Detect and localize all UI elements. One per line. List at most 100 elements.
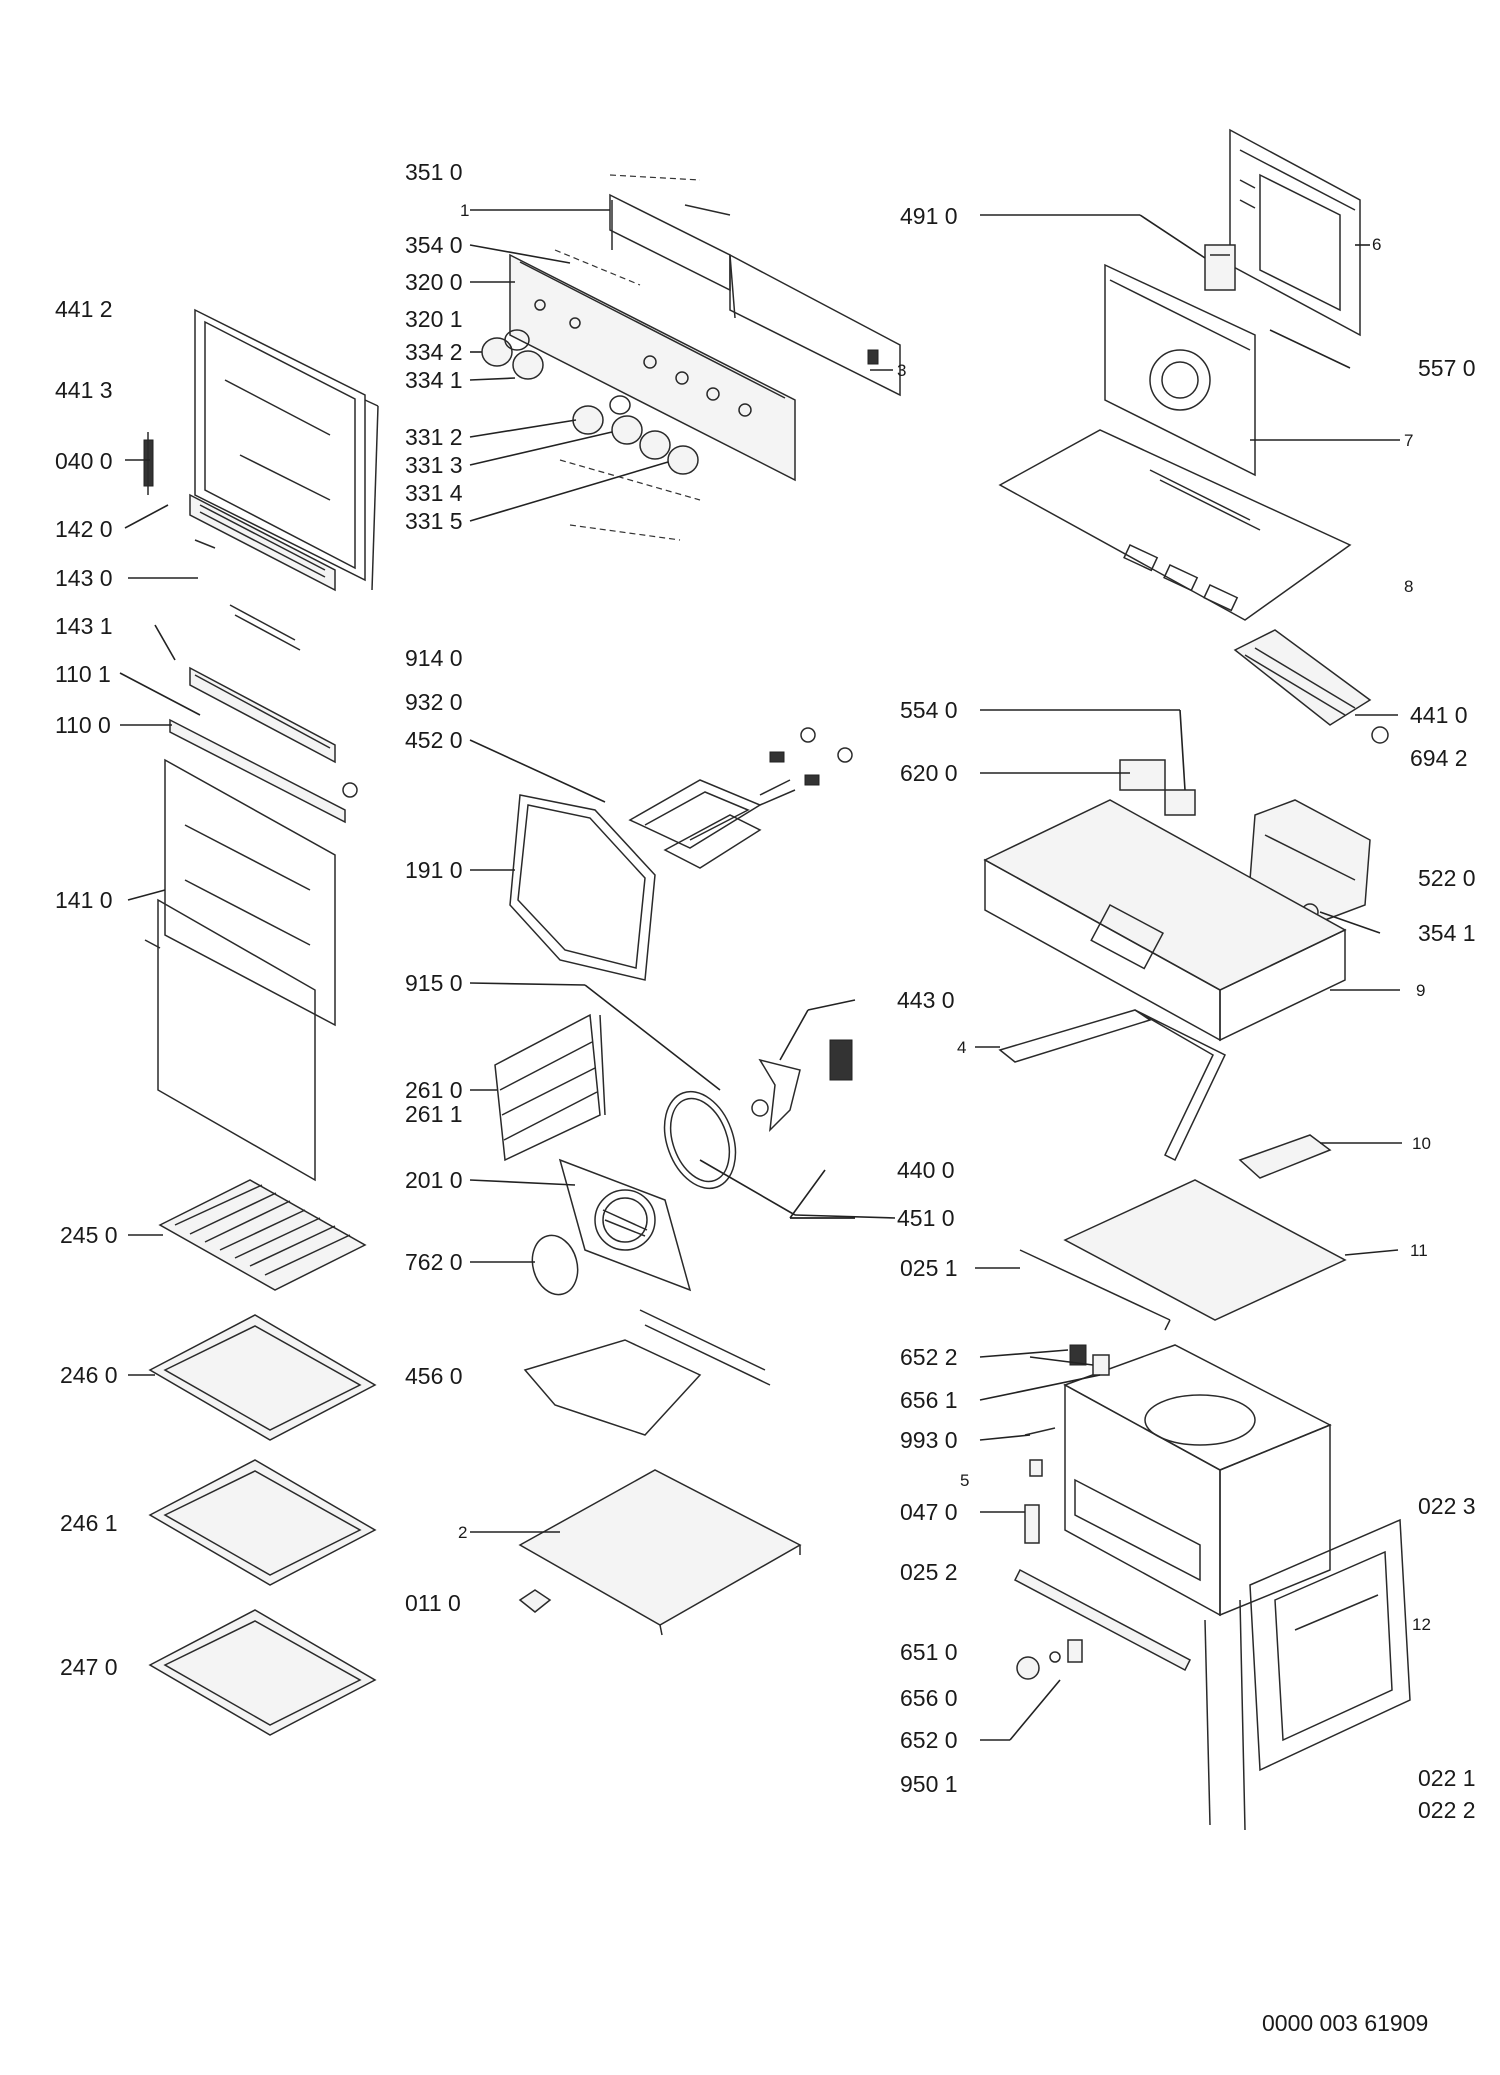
label-110-1: 110 1 [55,661,111,687]
label-914-0: 914 0 [405,645,463,671]
shelf-support-racks [494,1013,606,1162]
label-652-2: 652 2 [900,1344,958,1370]
label-441-0: 441 0 [1410,702,1468,728]
label-022-3: 022 3 [1418,1493,1476,1519]
top-panel-11 [1019,1179,1347,1331]
label-334-1: 334 1 [405,367,463,393]
label-320-1: 320 1 [405,306,463,332]
base-plate-8 [998,429,1352,621]
label-8: 8 [1404,577,1413,596]
grill-heating-element [628,727,853,869]
leader-lines [119,209,1402,1741]
label-201-0: 201 0 [405,1167,463,1193]
label-9: 9 [1416,981,1425,1000]
baking-tray-246-0 [148,1314,377,1441]
rear-wall-7 [1104,263,1256,477]
back-panel-6 [1229,128,1361,337]
label-3: 3 [897,361,906,380]
foot-011 [518,1589,552,1613]
label-491-0: 491 0 [900,203,958,229]
door-seal-143 [194,539,301,651]
label-331-5: 331 5 [405,508,463,534]
label-652-0: 652 0 [900,1727,958,1753]
label-143-0: 143 0 [55,565,113,591]
label-6: 6 [1372,235,1381,254]
label-656-1: 656 1 [900,1387,958,1413]
label-320-0: 320 0 [405,269,463,295]
heat-shield-4 [998,1009,1226,1162]
label-354-1: 354 1 [1418,920,1476,946]
label-554-0: 554 0 [900,697,958,723]
label-110-0: 110 0 [55,712,111,738]
label-331-2: 331 2 [405,424,463,450]
label-141-0: 141 0 [55,887,113,913]
fan-motor-491 [1204,244,1236,291]
wire-shelf-245 [158,1179,367,1291]
label-246-1: 246 1 [60,1510,118,1536]
front-frame-12 [1249,1518,1411,1772]
bottom-rail-025-2 [1014,1568,1191,1672]
label-143-1: 143 1 [55,613,113,639]
label-022-1: 022 1 [1418,1765,1476,1791]
control-knobs [481,329,699,475]
label-452-0: 452 0 [405,727,463,753]
label-247-0: 247 0 [60,1654,118,1680]
label-331-4: 331 4 [405,480,463,506]
label-932-0: 932 0 [405,689,463,715]
rear-fan-cover-201 [558,1158,692,1292]
tangential-fan-441 [1233,629,1389,744]
baking-tray-246-1 [148,1459,377,1586]
label-993-0: 993 0 [900,1427,958,1453]
inner-door-glass [144,758,336,1182]
label-440-0: 440 0 [897,1157,955,1183]
label-2: 2 [458,1523,467,1542]
fan-cover-plate-762 [531,1234,579,1296]
label-456-0: 456 0 [405,1363,463,1389]
dashed-leaders-control [554,174,701,541]
label-5: 5 [960,1471,969,1490]
label-011-0: 011 0 [405,1590,461,1616]
bracket-10 [1238,1134,1332,1179]
part-labels: 441 2 441 3 040 0 142 0 143 0 143 1 110 … [55,159,1476,1823]
bottom-element-456 [523,1309,771,1436]
label-12: 12 [1412,1615,1431,1634]
top-chassis-9 [983,799,1347,1042]
label-10: 10 [1412,1134,1431,1153]
fan-blade-440 [751,1039,853,1133]
label-047-0: 047 0 [900,1499,958,1525]
thermostat-554 [1119,759,1196,816]
control-fascia-panel [509,253,796,482]
label-557-0: 557 0 [1418,355,1476,381]
door-lock-parts [1024,1344,1110,1544]
label-441-3: 441 3 [55,377,113,403]
door-handle-strip [189,493,336,592]
oven-door-seal-191 [509,794,656,981]
label-191-0: 191 0 [405,857,463,883]
label-1: 1 [460,201,469,220]
label-950-1: 950 1 [900,1771,958,1797]
label-354-0: 354 0 [405,232,463,258]
door-hinge-040 [143,432,154,495]
bottom-plate-2 [518,1469,802,1636]
label-261-0: 261 0 [405,1077,463,1103]
label-334-2: 334 2 [405,339,463,365]
label-331-3: 331 3 [405,452,463,478]
baking-tray-247-0 [148,1609,377,1736]
label-142-0: 142 0 [55,516,113,542]
label-11: 11 [1410,1241,1428,1260]
label-620-0: 620 0 [900,760,958,786]
label-245-0: 245 0 [60,1222,118,1248]
label-915-0: 915 0 [405,970,463,996]
oven-cavity [1063,1344,1332,1831]
label-443-0: 443 0 [897,987,955,1013]
label-261-1: 261 1 [405,1101,463,1127]
label-441-2: 441 2 [55,296,113,322]
label-351-0: 351 0 [405,159,463,185]
label-246-0: 246 0 [60,1362,118,1388]
label-762-0: 762 0 [405,1249,463,1275]
label-4: 4 [957,1038,966,1057]
label-7: 7 [1404,431,1413,450]
label-451-0: 451 0 [897,1205,955,1231]
label-022-2: 022 2 [1418,1797,1476,1823]
